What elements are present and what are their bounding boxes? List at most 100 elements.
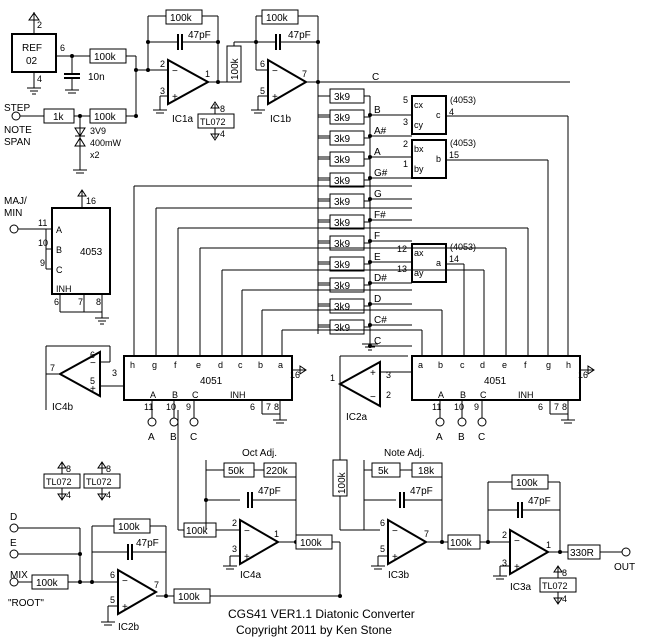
- svg-text:1k: 1k: [53, 112, 65, 123]
- svg-text:d: d: [218, 360, 223, 370]
- svg-text:15: 15: [449, 150, 459, 160]
- svg-text:400mW: 400mW: [90, 138, 122, 148]
- svg-text:3k9: 3k9: [334, 92, 351, 103]
- svg-text:2: 2: [160, 59, 165, 69]
- svg-text:11: 11: [432, 402, 441, 412]
- svg-text:Oct Adj.: Oct Adj.: [242, 448, 277, 459]
- svg-text:f: f: [174, 360, 177, 370]
- svg-text:4: 4: [562, 594, 567, 604]
- ladder-note-11: C#: [374, 315, 387, 326]
- svg-text:B: B: [460, 390, 466, 400]
- svg-text:3V9: 3V9: [90, 126, 106, 136]
- ladder-note-7: F: [374, 231, 380, 242]
- svg-text:INH: INH: [518, 390, 534, 400]
- svg-text:9: 9: [40, 258, 45, 268]
- svg-text:by: by: [414, 164, 424, 174]
- svg-text:7: 7: [424, 529, 429, 539]
- ladder-note-1: B: [374, 105, 381, 116]
- svg-text:100k: 100k: [178, 592, 201, 603]
- opamp-ic2a: [337, 360, 381, 408]
- svg-text:C: C: [190, 432, 197, 443]
- svg-text:+: +: [272, 92, 278, 103]
- svg-text:7: 7: [302, 69, 307, 79]
- svg-text:6: 6: [538, 402, 543, 412]
- svg-text:10: 10: [166, 402, 176, 412]
- d-jack[interactable]: [9, 523, 19, 533]
- mux-4051-right: 4051 a b c d e f g h A B C INH 16: [411, 355, 595, 401]
- ic3b-label: IC3b: [388, 570, 410, 581]
- svg-text:100k: 100k: [94, 112, 117, 123]
- ref02-chip: [11, 33, 57, 73]
- opamp-ic1b: [267, 58, 308, 106]
- majmin-jack[interactable]: [9, 224, 19, 234]
- cap-10n-label: 10n: [88, 72, 105, 83]
- svg-text:2: 2: [232, 518, 237, 528]
- mux-4051-left: 4051 h g f e d c b a A B C INH 16 3: [112, 355, 307, 401]
- svg-text:3k9: 3k9: [334, 134, 351, 145]
- svg-text:8: 8: [106, 464, 111, 474]
- svg-text:7: 7: [554, 402, 559, 412]
- ic4a-label: IC4a: [240, 570, 262, 581]
- svg-text:A: A: [436, 432, 443, 443]
- svg-text:100k: 100k: [36, 578, 59, 589]
- svg-text:3: 3: [160, 86, 165, 96]
- ic3b-stage: 100k Note Adj. 5k 18k 47pF −+ 657 IC3b 1…: [332, 448, 510, 581]
- svg-text:−: −: [272, 66, 278, 77]
- svg-text:g: g: [152, 360, 157, 370]
- mix-jack[interactable]: [9, 577, 19, 587]
- svg-text:3k9: 3k9: [334, 260, 351, 271]
- svg-text:A: A: [438, 390, 444, 400]
- ladder-note-2: A#: [374, 126, 387, 137]
- out-jack[interactable]: [621, 547, 631, 557]
- svg-text:8: 8: [562, 402, 567, 412]
- svg-text:Note Adj.: Note Adj.: [384, 448, 425, 459]
- addr-C-jack-0[interactable]: [189, 417, 199, 427]
- addr-A-jack-0[interactable]: [147, 417, 157, 427]
- svg-text:2: 2: [403, 139, 408, 149]
- svg-text:+: +: [392, 552, 398, 563]
- resistor-ic1a-fb: [165, 9, 203, 25]
- opamp-ic2b: [117, 568, 158, 616]
- svg-text:MAJ/: MAJ/: [4, 196, 27, 207]
- e-jack[interactable]: [9, 549, 19, 559]
- addr-C-jack-1[interactable]: [477, 417, 487, 427]
- svg-text:5: 5: [403, 95, 408, 105]
- svg-text:13: 13: [397, 264, 407, 274]
- svg-text:−: −: [514, 536, 520, 547]
- addr-B-jack-0[interactable]: [169, 417, 179, 427]
- svg-text:B: B: [56, 245, 62, 255]
- step-input: STEP NOTE SPAN 1k 3V9 400mW x2 100k: [4, 68, 168, 174]
- svg-text:4053: 4053: [80, 247, 103, 258]
- svg-text:+: +: [514, 562, 520, 573]
- svg-text:100k: 100k: [300, 538, 323, 549]
- svg-text:16: 16: [86, 196, 96, 206]
- svg-text:B: B: [172, 390, 178, 400]
- svg-text:1: 1: [274, 529, 279, 539]
- opamp-ic4b: [57, 350, 101, 398]
- svg-text:−: −: [244, 526, 250, 537]
- svg-text:3: 3: [502, 558, 507, 568]
- svg-text:D: D: [10, 512, 17, 523]
- svg-text:1: 1: [330, 373, 335, 383]
- svg-text:−: −: [392, 526, 398, 537]
- svg-text:47pF: 47pF: [258, 486, 281, 497]
- svg-text:c: c: [238, 360, 243, 370]
- step-jack[interactable]: [11, 111, 21, 121]
- addr-A-jack-1[interactable]: [435, 417, 445, 427]
- svg-text:9: 9: [474, 402, 479, 412]
- svg-text:ax: ax: [414, 248, 424, 258]
- svg-text:OUT: OUT: [614, 562, 635, 573]
- addr-B-jack-1[interactable]: [457, 417, 467, 427]
- svg-text:3: 3: [386, 370, 391, 380]
- svg-text:6: 6: [54, 297, 59, 307]
- svg-text:3: 3: [232, 544, 237, 554]
- ref02-section: 2 REF 02 4 6 10n 100k: [11, 12, 137, 116]
- svg-text:+: +: [370, 368, 376, 379]
- svg-text:10: 10: [454, 402, 464, 412]
- svg-text:MIN: MIN: [4, 208, 22, 219]
- svg-text:7: 7: [266, 402, 271, 412]
- svg-text:3k9: 3k9: [334, 323, 351, 334]
- svg-text:(4053): (4053): [450, 95, 476, 105]
